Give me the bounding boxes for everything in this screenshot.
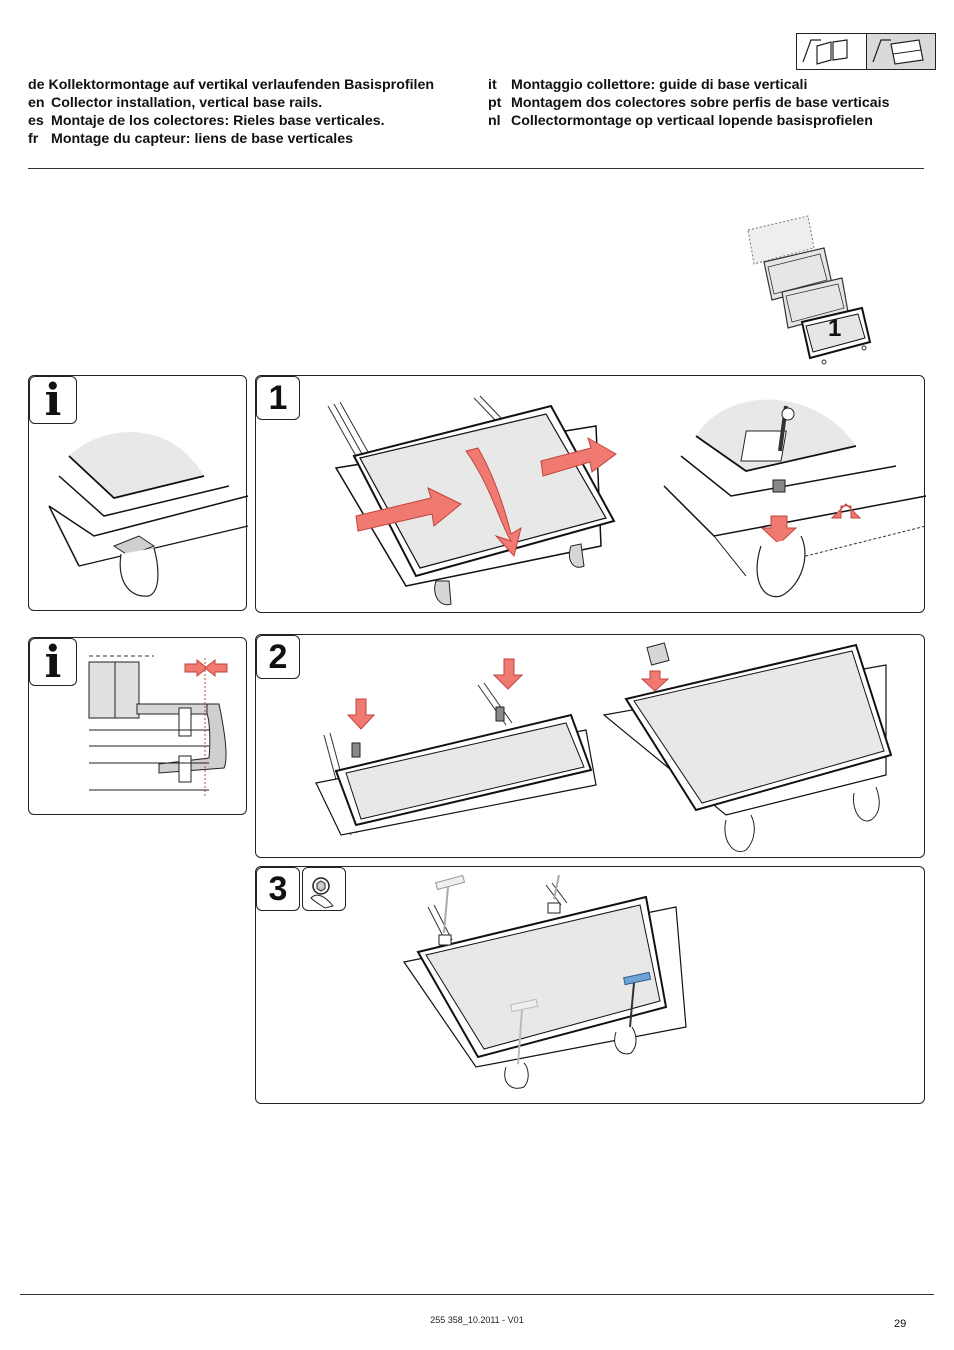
roof-type-icons (796, 33, 936, 70)
step-number: 1 (256, 376, 300, 420)
title-de: de Kollektormontage auf vertikal verlauf… (28, 77, 435, 93)
info-icon: i (29, 375, 77, 426)
step-3-panel: 3 (255, 866, 925, 1104)
info-panel-1: i (28, 375, 249, 611)
collector-stack-overview: 1 (740, 212, 890, 372)
step-number: 2 (256, 635, 300, 679)
page-number: 29 (894, 1318, 907, 1330)
roof-two-windows-icon (797, 34, 866, 69)
footer-divider (20, 1294, 934, 1295)
overview-label: 1 (828, 315, 842, 342)
step-2-panel: 2 (255, 634, 925, 858)
step-number: 3 (256, 867, 300, 911)
title-column-left: de Kollektormontage auf vertikal verlauf… (28, 76, 434, 148)
info-panel-2: i (28, 637, 247, 815)
step-1-panel: 1 (255, 375, 927, 613)
document-code: 255 358_10.2011 - V01 (430, 1315, 524, 1325)
roof-single-window-icon (866, 34, 935, 69)
header-divider (28, 168, 924, 169)
info-icon: i (29, 637, 77, 688)
wrench-nut-icon (302, 867, 346, 911)
